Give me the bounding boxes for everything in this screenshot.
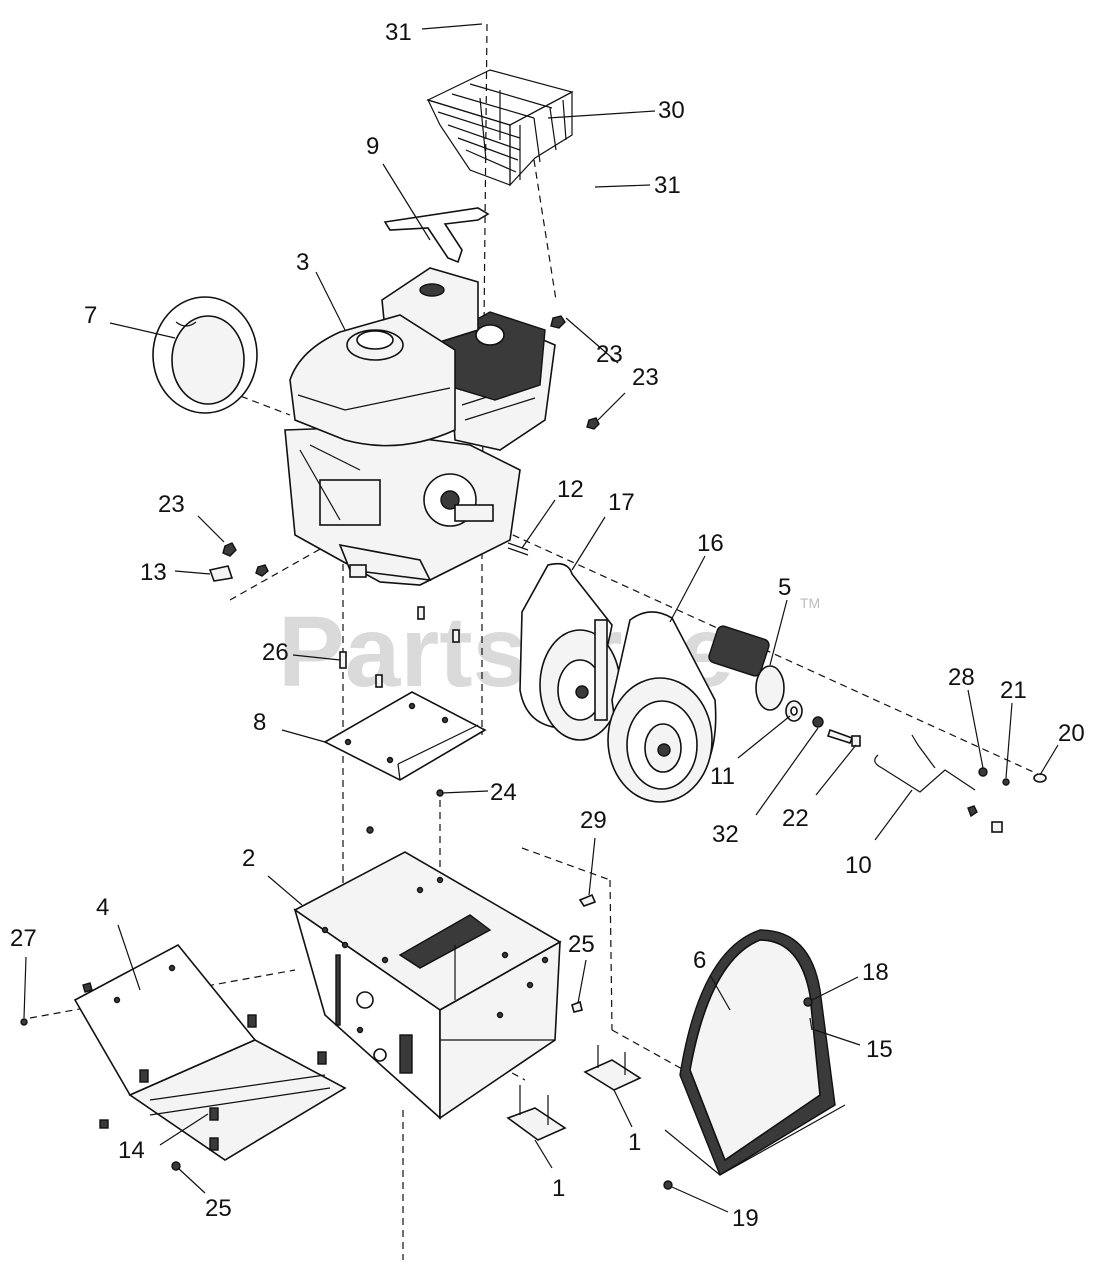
callout-28: 28 (948, 664, 975, 691)
leader-lines (23, 23, 1059, 1213)
callout-9: 9 (366, 133, 379, 160)
callout-23-left: 23 (158, 491, 185, 518)
callout-25-mid: 25 (568, 931, 595, 958)
callout-22: 22 (782, 805, 809, 832)
callout-10: 10 (845, 852, 872, 879)
part-belt-cover (664, 929, 846, 1177)
callout-17: 17 (608, 489, 635, 516)
callout-8: 8 (253, 709, 266, 736)
callout-1-right: 1 (628, 1129, 641, 1156)
callout-21: 21 (1000, 677, 1027, 704)
callout-26: 26 (262, 639, 289, 666)
part-engine (284, 267, 556, 586)
part-bolt (826, 728, 861, 747)
callout-15: 15 (866, 1036, 893, 1063)
callout-29: 29 (580, 807, 607, 834)
part-base-plate (323, 691, 487, 781)
callout-32: 32 (712, 821, 739, 848)
callout-31-right: 31 (654, 172, 681, 199)
part-belt-pulley (519, 562, 621, 741)
callout-30: 30 (658, 97, 685, 124)
part-mount-brackets (506, 1045, 642, 1141)
callout-31-top: 31 (385, 19, 412, 46)
callout-11: 11 (710, 763, 735, 790)
callout-7: 7 (84, 302, 97, 329)
callout-25-bottom: 25 (205, 1195, 232, 1222)
part-large-pulley (607, 611, 717, 803)
part-fasteners (366, 789, 597, 1013)
part-wire-rod (874, 734, 976, 793)
part-small-hardware (967, 767, 1047, 833)
callout-18: 18 (862, 959, 889, 986)
callout-labels: 31 30 31 9 3 7 23 23 23 13 12 17 16 5 26… (10, 19, 1085, 1232)
part-clip (208, 565, 234, 582)
callout-14: 14 (118, 1137, 145, 1164)
callout-16: 16 (697, 530, 724, 557)
callout-2: 2 (242, 845, 255, 872)
callout-4: 4 (96, 894, 109, 921)
callout-6: 6 (693, 947, 706, 974)
callout-3: 3 (296, 249, 309, 276)
callout-20: 20 (1058, 720, 1085, 747)
part-ring-shroud (152, 296, 258, 414)
part-skid-plate (73, 943, 347, 1161)
watermark-trademark: TM (800, 595, 820, 611)
part-lock-washer (812, 716, 824, 728)
callout-23-upper: 23 (596, 341, 623, 368)
part-nuts (222, 315, 600, 577)
part-wire-guard (426, 69, 574, 187)
part-frame (293, 851, 562, 1120)
callout-19: 19 (732, 1205, 759, 1232)
callout-23-right: 23 (632, 364, 659, 391)
callout-1-left: 1 (552, 1175, 565, 1202)
part-key (507, 542, 529, 556)
part-bracket (383, 207, 490, 264)
callout-27: 27 (10, 925, 37, 952)
part-hub (708, 625, 785, 711)
callout-5: 5 (778, 574, 791, 601)
callout-12: 12 (557, 476, 584, 503)
callout-13: 13 (140, 559, 167, 586)
callout-24: 24 (490, 779, 517, 806)
